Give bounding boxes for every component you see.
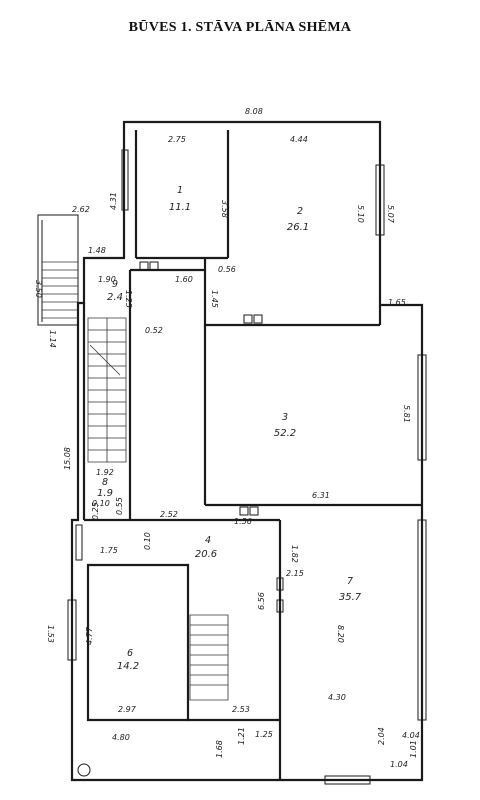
dim-label: 0.56 [218, 265, 236, 274]
dim-label: 1.14 [48, 330, 57, 348]
interior-walls [82, 130, 422, 780]
dim-label: 6.31 [312, 491, 330, 500]
dim-label: 2.04 [377, 727, 386, 745]
room-9: 9 2.4 [107, 279, 123, 303]
svg-text:6: 6 [127, 648, 133, 659]
dim-label: 1.48 [88, 246, 106, 255]
svg-text:2: 2 [297, 206, 303, 217]
plan-title: BŪVES 1. STĀVA PLĀNA SHĒMA [128, 20, 352, 35]
svg-text:35.7: 35.7 [339, 592, 362, 603]
dim-label: 3.58 [220, 200, 229, 218]
exterior-stair-treads [42, 261, 78, 319]
dim-label: 4.30 [328, 693, 346, 702]
dim-label: 1.21 [237, 727, 246, 745]
dim-label: 1.25 [255, 730, 273, 739]
svg-text:20.6: 20.6 [195, 549, 217, 560]
dim-label: 1.60 [175, 275, 193, 284]
dim-label: 0.10 [92, 499, 110, 508]
dim-label: 4.04 [402, 731, 420, 740]
room-8: 8 1.9 [97, 477, 113, 499]
exterior-stair [37, 214, 79, 326]
svg-text:1: 1 [177, 185, 183, 196]
dim-label: 2.52 [160, 510, 178, 519]
dim-label: 4.31 [109, 192, 118, 210]
dim-label: 2.62 [72, 205, 90, 214]
dim-label: 1.45 [210, 290, 219, 308]
dim-label: 1.65 [388, 298, 406, 307]
windows [67, 149, 427, 785]
svg-text:8: 8 [102, 477, 108, 488]
dim-label: 0.25 [91, 502, 100, 520]
dim-label: 0.52 [145, 326, 163, 335]
dim-label: 5.10 [356, 205, 365, 223]
dim-label: 2.15 [286, 569, 304, 578]
dim-label: 1.90 [98, 275, 116, 284]
dim-label: 1.01 [409, 740, 418, 758]
svg-text:52.2: 52.2 [274, 428, 296, 439]
svg-text:2.4: 2.4 [107, 292, 123, 303]
room-1: 1 11.1 [169, 185, 191, 213]
exterior-wall [70, 120, 424, 782]
room-3: 3 52.2 [274, 412, 296, 439]
dim-label: 5.07 [386, 205, 395, 224]
dim-label: 4.44 [290, 135, 308, 144]
interior-stair [87, 317, 127, 463]
dim-label: 8.08 [245, 107, 263, 116]
room-2: 2 26.1 [287, 206, 309, 233]
dim-label: 15.08 [63, 447, 72, 470]
svg-text:26.1: 26.1 [287, 222, 309, 233]
dim-label: 6.56 [257, 592, 266, 610]
room-7: 7 35.7 [339, 576, 362, 603]
dim-label: 2.97 [118, 705, 137, 714]
svg-text:14.2: 14.2 [117, 661, 139, 672]
svg-text:1.9: 1.9 [97, 488, 113, 499]
fixtures [77, 261, 284, 777]
dim-label: 3.50 [34, 280, 43, 298]
dim-label: 1.82 [290, 545, 299, 563]
room-6: 6 14.2 [117, 648, 139, 672]
dim-label: 1.53 [46, 625, 55, 643]
dim-label: 1.25 [124, 290, 133, 308]
dim-label: 1.75 [100, 546, 118, 555]
dim-label: 0.55 [115, 497, 124, 515]
svg-text:9: 9 [112, 279, 118, 290]
dim-label: 1.56 [234, 517, 252, 526]
dim-label: 0.10 [143, 532, 152, 550]
dim-label: 1.04 [390, 760, 408, 769]
dim-label: 4.77 [85, 626, 94, 645]
room-4: 4 20.6 [195, 535, 217, 560]
dim-label: 2.75 [168, 135, 186, 144]
dim-label: 4.80 [112, 733, 130, 742]
dim-label: 5.81 [402, 405, 411, 423]
svg-text:11.1: 11.1 [169, 202, 191, 213]
svg-text:7: 7 [347, 576, 353, 587]
dim-label: 1.68 [215, 740, 224, 758]
svg-text:3: 3 [282, 412, 288, 423]
svg-text:4: 4 [205, 535, 211, 546]
dim-label: 8.20 [336, 625, 345, 643]
dimension-labels: 8.08 2.75 4.44 4.31 3.58 5.10 5.07 2.62 … [34, 107, 420, 769]
dim-label: 1.92 [96, 468, 114, 477]
dim-label: 2.53 [232, 705, 250, 714]
stair-room6 [189, 614, 229, 701]
